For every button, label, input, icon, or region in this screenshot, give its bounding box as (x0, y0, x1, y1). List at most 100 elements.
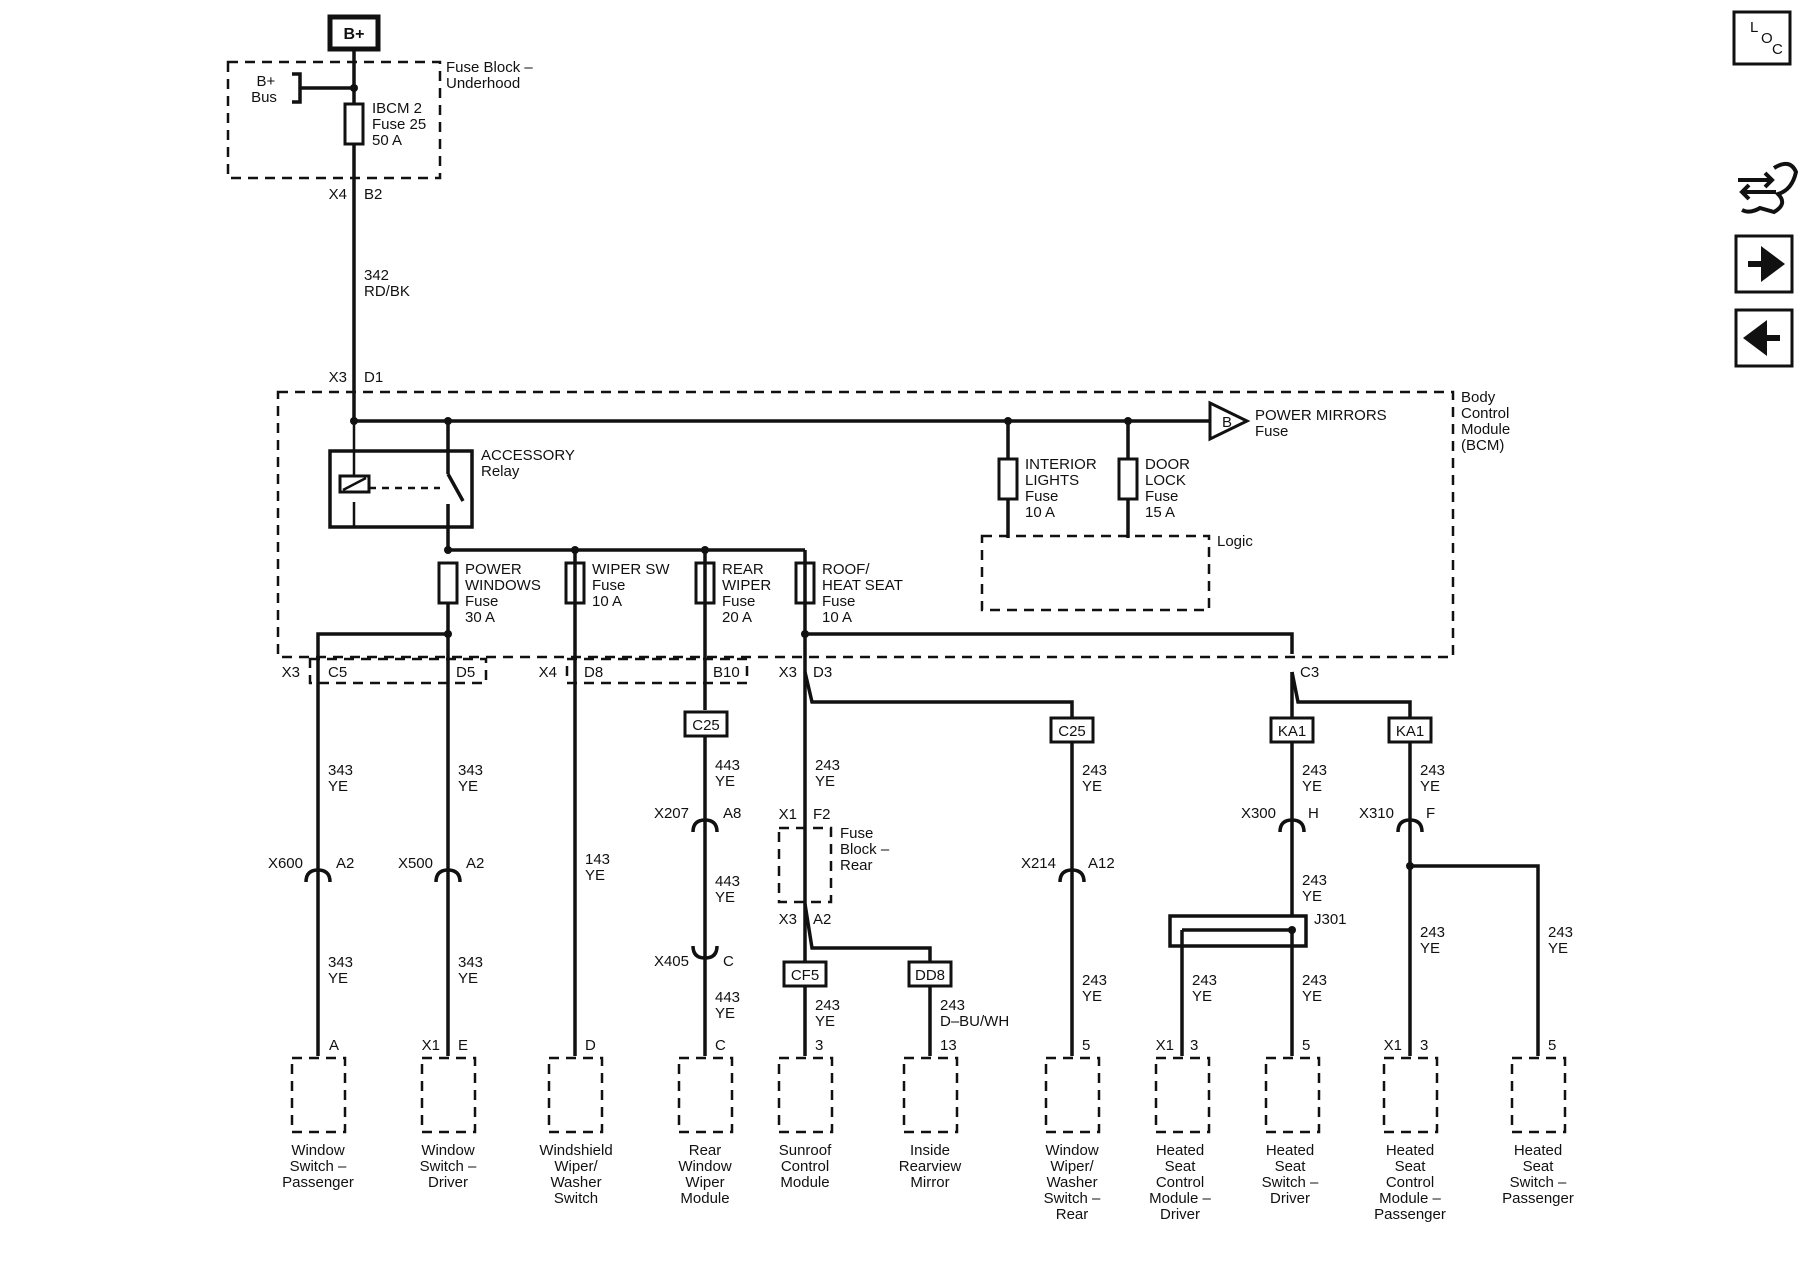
power-mirrors-label: POWER MIRRORS Fuse (1255, 407, 1391, 440)
conn-x3-label: X3 (282, 664, 300, 681)
locator-button[interactable]: L O C (1732, 10, 1792, 66)
inline-connector-x405[interactable]: X405 C (654, 945, 734, 970)
bcm-input-conn: X3 (329, 369, 347, 386)
splice-pack-c25-b[interactable] (1049, 716, 1095, 744)
pin-d8-label: D8 (584, 664, 603, 681)
bcm-connector-x3-c5-d5 (308, 657, 488, 685)
bcm-input-pin: D1 (364, 369, 383, 386)
splice-ka1-b-label: KA1 (1396, 723, 1424, 740)
splice-pack-ka1-b[interactable] (1387, 716, 1433, 744)
svg-text:A: A (329, 1037, 339, 1054)
x600-label: X600 (268, 855, 303, 872)
inline-connector-x600[interactable]: X600 A2 (268, 855, 354, 883)
svg-text:5: 5 (1302, 1037, 1310, 1054)
bcm-connector-x4-d8-b10 (565, 657, 749, 685)
fuse-block-rear-top-conn: X1 (779, 806, 797, 823)
inline-connector-x214[interactable]: X214 A12 (1021, 855, 1115, 883)
splice-pack-ka1-a[interactable] (1269, 716, 1315, 744)
arrow-right-icon (1748, 246, 1785, 282)
svg-text:X1: X1 (1384, 1037, 1402, 1054)
splice-dot (444, 630, 452, 638)
splice-dd8-label: DD8 (915, 967, 945, 984)
svg-text:D: D (585, 1037, 596, 1054)
power-mirrors-offpage-marker[interactable] (1208, 400, 1251, 442)
x300-label: X300 (1241, 805, 1276, 822)
mirror-branch-wire[interactable] (803, 903, 932, 962)
power-mirrors-marker-letter: B (1222, 414, 1232, 431)
svg-text:3: 3 (1190, 1037, 1198, 1054)
door-lock-fuse-label: DOOR LOCK Fuse 15 A (1145, 456, 1194, 521)
loc-letter-c: C (1772, 41, 1783, 58)
x310-pin: F (1426, 805, 1435, 822)
interior-lights-fuse-label: INTERIOR LIGHTS Fuse 10 A (1025, 456, 1101, 521)
next-page-button[interactable] (1734, 234, 1794, 294)
j301-label: J301 (1314, 911, 1347, 928)
window-passenger-wire[interactable] (316, 603, 450, 1056)
svg-text:5: 5 (1082, 1037, 1090, 1054)
splice-dot (801, 630, 809, 638)
fuse-block-rear-title: Fuse Block – Rear (840, 825, 893, 874)
x500-label: X500 (398, 855, 433, 872)
inline-connector-x300[interactable]: X300 H (1241, 805, 1319, 833)
inline-connector-x500[interactable]: X500 A2 (398, 855, 484, 883)
splice-cf5-label: CF5 (791, 967, 819, 984)
arrow-left-icon (1743, 320, 1780, 356)
accessory-relay-box[interactable] (328, 449, 474, 529)
cross-reference-icon[interactable] (1738, 161, 1799, 215)
feed-wire-label: 342 RD/BK (364, 267, 410, 300)
b-plus-bus-label: B+ Bus (251, 73, 279, 106)
bcm-title: Body Control Module (BCM) (1461, 389, 1514, 454)
ibcm2-fuse-symbol[interactable] (343, 102, 365, 146)
underhood-conn-label: X4 (329, 186, 347, 203)
x405-label: X405 (654, 953, 689, 970)
heat-seat-passenger-switch-wire[interactable] (1410, 864, 1540, 1056)
svg-text:E: E (458, 1037, 468, 1054)
heat-seat-feed-bus[interactable] (805, 632, 1294, 654)
conn-x4-label: X4 (539, 664, 557, 681)
b-plus-source-label: B+ (344, 26, 365, 43)
logic-label: Logic (1217, 533, 1253, 550)
inline-connector-x207[interactable]: X207 A8 (654, 805, 741, 833)
svg-text:3: 3 (1420, 1037, 1428, 1054)
fuse-block-underhood-outline (226, 60, 442, 180)
inline-connector-x310[interactable]: X310 F (1359, 805, 1435, 833)
interior-lights-fuse-symbol[interactable] (997, 457, 1019, 501)
splice-pack-cf5[interactable] (782, 960, 828, 988)
power-windows-fuse-symbol[interactable] (437, 561, 459, 605)
pin-b10-label: B10 (713, 664, 740, 681)
door-lock-fuse-symbol[interactable] (1117, 457, 1139, 501)
wiper-rear-branch-wire[interactable] (803, 671, 1074, 718)
previous-page-button[interactable] (1734, 308, 1794, 368)
heat-seat-passenger-branch[interactable] (1290, 671, 1412, 718)
